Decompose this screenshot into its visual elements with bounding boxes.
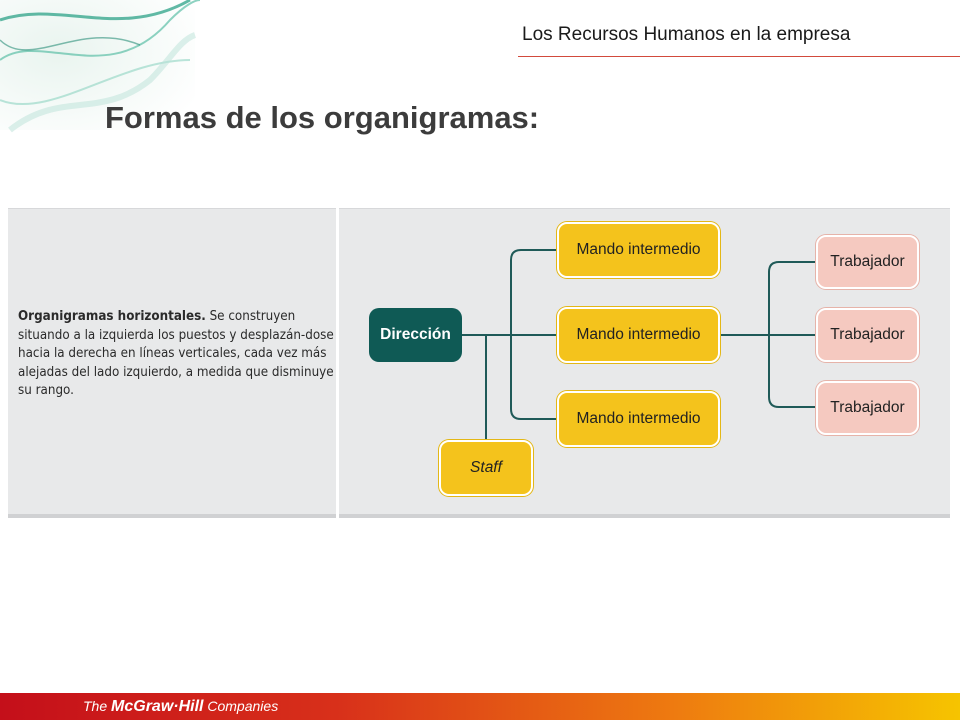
trabajador-node: Trabajador [816,235,919,289]
trabajador-node: Trabajador [816,381,919,435]
header-divider [518,56,960,57]
mando-intermedio-node: Mando intermedio [557,391,720,447]
mando-intermedio-node: Mando intermedio [557,222,720,278]
decorative-swirl-graphic [0,0,200,133]
description-heading: Organigramas horizontales. [18,309,206,324]
logo-brand: McGraw·Hill [111,698,204,715]
slide-title: Formas de los organigramas: [105,100,540,135]
direccion-node: Dirección [369,308,462,362]
description-text: Organigramas horizontales. Se construyen… [18,308,336,401]
footer-bar [0,693,960,720]
staff-node: Staff [439,440,533,496]
mando-intermedio-node: Mando intermedio [557,307,720,363]
description-body: Se construyen situando a la izquierda lo… [18,309,334,398]
logo-prefix: The [83,698,112,714]
publisher-logo: The McGraw·Hill Companies [83,698,278,716]
header-subject: Los Recursos Humanos en la empresa [522,24,851,45]
trabajador-node: Trabajador [816,308,919,362]
logo-suffix: Companies [203,698,279,714]
description-panel [8,208,336,518]
